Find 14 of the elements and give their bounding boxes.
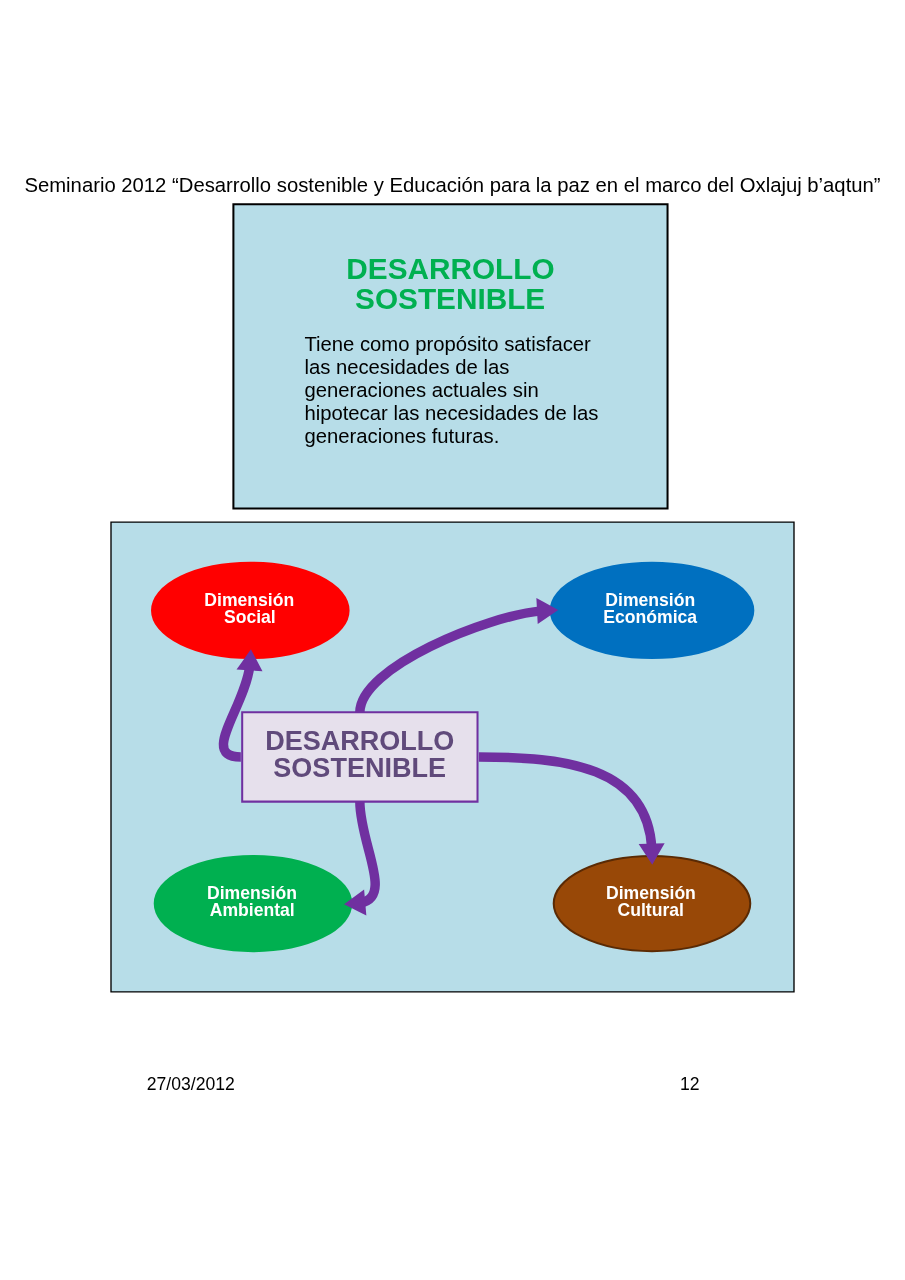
- arrow: [478, 752, 665, 865]
- node-box: DESARROLLO SOSTENIBLE Tiene como propósito satisfacer las necesidades de las generaciones actuales sin hipotecar las necesidades de las generaciones futuras.: [232, 203, 669, 510]
- arrow: [355, 598, 559, 714]
- node-box: DESARROLLO SOSTENIBLE: [241, 711, 479, 803]
- arrow: [344, 801, 380, 916]
- diagram-title: Seminario 2012 “Desarrollo sostenible y Educación para la paz en el marco del Oxlajuj b’aqtun”: [24, 174, 881, 197]
- arrow: [218, 649, 263, 762]
- cluster: [110, 521, 795, 993]
- node-ellipse: Dimensión Cultural: [552, 854, 752, 953]
- label: 27/03/2012: [146, 1073, 235, 1094]
- node-ellipse: Dimensión Social: [151, 561, 350, 660]
- node-ellipse: Dimensión Ambiental: [153, 854, 353, 953]
- node-ellipse: Dimensión Económica: [549, 561, 755, 660]
- label: 12: [680, 1073, 700, 1094]
